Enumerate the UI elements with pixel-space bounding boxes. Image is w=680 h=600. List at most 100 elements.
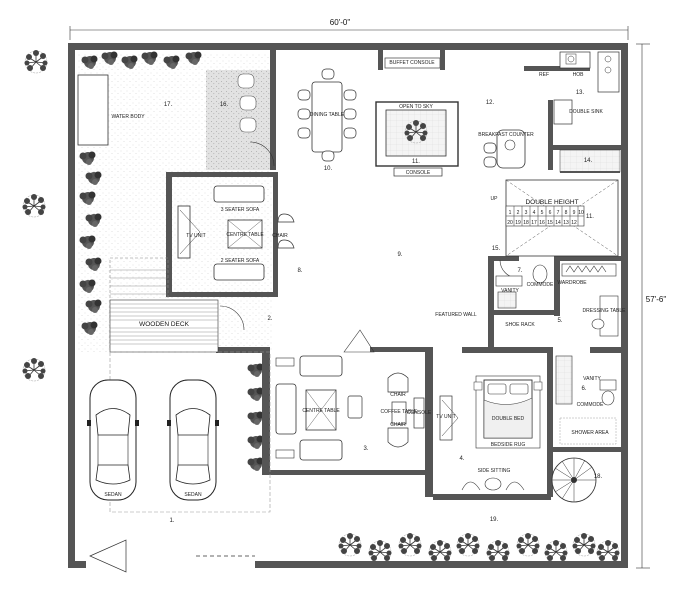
room-7-number: 7. xyxy=(517,268,522,274)
interior-walls xyxy=(166,50,621,500)
height-dimension: 57'-6" xyxy=(646,295,667,304)
svg-text:2: 2 xyxy=(517,210,520,216)
shower-area-label: SHOWER AREA xyxy=(571,430,609,436)
stair-step-numbers-top: 1 2 3 4 5 6 7 8 9 10 xyxy=(509,210,584,216)
double-sink-label: DOUBLE SINK xyxy=(569,109,603,115)
family-chair-label: CHAIR xyxy=(272,233,288,239)
tree-icon xyxy=(24,49,48,74)
family-tv-unit-label: TV UNIT xyxy=(186,233,205,239)
room-5-number: 5. xyxy=(557,318,562,324)
open-to-sky-court xyxy=(375,101,459,177)
room-6-number: 6. xyxy=(581,386,586,392)
room-11-stair-number: 11. xyxy=(586,214,594,220)
svg-text:18: 18 xyxy=(523,220,529,226)
room-10-number: 10. xyxy=(324,166,333,172)
width-dimension: 60'-0" xyxy=(330,18,351,27)
svg-text:4: 4 xyxy=(533,210,536,216)
stair-step-numbers-bottom: 20 19 18 17 16 15 14 13 12 xyxy=(507,220,577,226)
svg-text:9: 9 xyxy=(573,210,576,216)
buffet-console-label: BUFFET CONSOLE xyxy=(389,60,435,66)
car-icon xyxy=(86,379,140,501)
staircase xyxy=(505,179,619,257)
featured-wall-label: FEATURED WALL xyxy=(435,312,477,318)
dimension-right: 57'-6" xyxy=(636,43,667,569)
tree-icon xyxy=(22,193,46,218)
room-11-number: 11. xyxy=(412,159,420,165)
room-15-number: 15. xyxy=(492,246,501,252)
toilet-7 xyxy=(495,264,548,309)
commode-7-label: COMMODE xyxy=(527,282,554,288)
car-icon xyxy=(166,379,220,501)
double-bed-label: DOUBLE BED xyxy=(492,416,525,422)
svg-text:7: 7 xyxy=(557,210,560,216)
open-to-sky-label: OPEN TO SKY xyxy=(399,104,433,110)
bedroom xyxy=(439,375,543,491)
dressing-5 xyxy=(561,263,619,337)
hob-label: HOB xyxy=(573,72,585,78)
bedroom-tv-unit-label: TV UNIT xyxy=(436,414,455,420)
vanity-6-label: VANITY xyxy=(583,376,601,382)
svg-text:10: 10 xyxy=(578,210,584,216)
side-sitting-label: SIDE SITTING xyxy=(478,468,511,474)
room-16-number: 16. xyxy=(220,102,229,108)
shrub-column-living xyxy=(247,363,264,471)
room-14-number: 14. xyxy=(584,158,593,164)
svg-text:1: 1 xyxy=(509,210,512,216)
svg-text:8: 8 xyxy=(565,210,568,216)
store-room xyxy=(559,149,621,173)
dining-set xyxy=(297,68,357,162)
sedan-label-1: SEDAN xyxy=(104,492,122,498)
dining-table-label: DINING TABLE xyxy=(310,112,345,118)
room-3-number: 3. xyxy=(363,446,368,452)
svg-text:17: 17 xyxy=(531,220,537,226)
pebble-court xyxy=(206,70,272,170)
vanity-7-label: VANITY xyxy=(501,288,519,294)
coffee-table-label: COFFEE TABLE xyxy=(380,409,418,415)
sedan-label-2: SEDAN xyxy=(184,492,202,498)
shoe-rack-label: SHOE RACK xyxy=(505,322,535,328)
toilet-6 xyxy=(555,355,617,445)
room-18-number: 18. xyxy=(594,474,603,480)
stair-up-label: UP xyxy=(491,196,499,202)
water-body-label: WATER BODY xyxy=(111,114,145,120)
tree-row-bottom xyxy=(338,532,620,564)
room-1-number: 1. xyxy=(169,518,174,524)
dimension-top: 60'-0" xyxy=(69,18,629,40)
room-13-number: 13. xyxy=(576,90,585,96)
wooden-deck xyxy=(109,257,219,353)
room-8-number: 8. xyxy=(297,268,302,274)
spiral-stair xyxy=(551,457,597,503)
bedside-rug-label: BEDSIDE RUG xyxy=(491,442,526,448)
living-console-label: CONSOLE xyxy=(407,410,432,416)
svg-text:14: 14 xyxy=(555,220,561,226)
room-9-number: 9. xyxy=(397,252,402,258)
parking xyxy=(86,351,271,513)
svg-text:13: 13 xyxy=(563,220,569,226)
svg-text:12: 12 xyxy=(571,220,577,226)
court-chairs xyxy=(237,73,257,133)
wardrobe-label: WARDROBE xyxy=(557,280,587,286)
door-swings xyxy=(219,141,519,353)
room-17-number: 17. xyxy=(164,102,173,108)
water-body xyxy=(77,74,109,146)
commode-6-label: COMMODE xyxy=(577,402,604,408)
family-lounge xyxy=(177,185,295,281)
double-height-label: DOUBLE HEIGHT xyxy=(525,199,578,206)
living-chair-bottom-label: CHAIR xyxy=(390,422,406,428)
two-seater-label: 2 SEATER SOFA xyxy=(221,258,260,264)
room-12-number: 12. xyxy=(486,100,495,106)
svg-text:6: 6 xyxy=(549,210,552,216)
kitchen xyxy=(483,51,620,169)
entrance-gate xyxy=(89,539,255,573)
svg-text:5: 5 xyxy=(541,210,544,216)
room-19-number: 19. xyxy=(490,517,499,523)
svg-text:20: 20 xyxy=(507,220,513,226)
svg-text:16: 16 xyxy=(539,220,545,226)
centre-table-label: CENTRE TABLE xyxy=(226,232,264,238)
ref-label: REF xyxy=(539,72,549,78)
wooden-deck-label: WOODEN DECK xyxy=(139,321,190,328)
svg-text:15: 15 xyxy=(547,220,553,226)
outer-walls xyxy=(68,43,628,568)
console-label: CONSOLE xyxy=(406,170,431,176)
